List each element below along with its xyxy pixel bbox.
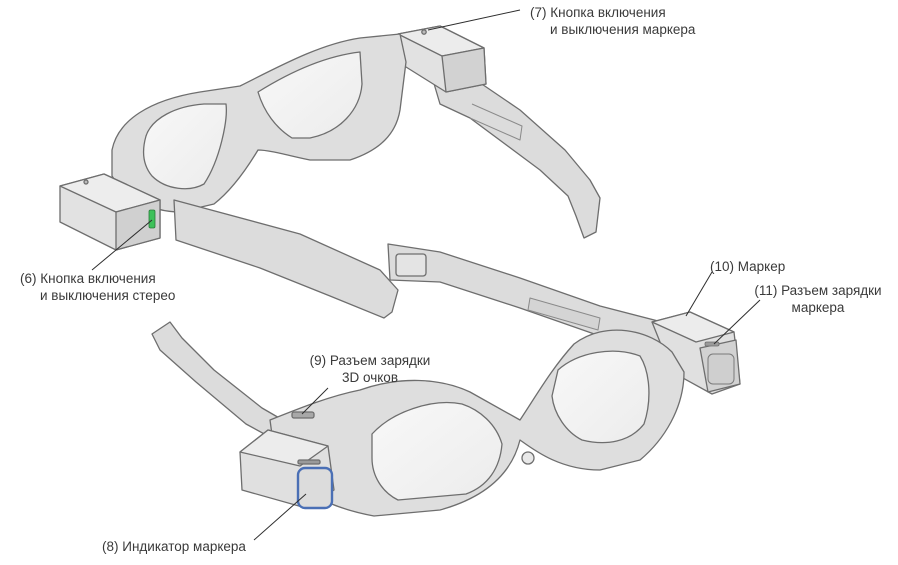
leader-line-9 xyxy=(301,387,329,415)
top-left-lens xyxy=(142,103,227,190)
bottom-glasses xyxy=(151,243,741,517)
top-right-temple-arm xyxy=(429,69,601,239)
callout-9-line1: (9) Разъем зарядки xyxy=(309,353,431,368)
stereo-switch-green xyxy=(148,209,156,229)
leader-line-8 xyxy=(253,493,307,541)
top-left-temple-arm xyxy=(173,199,399,319)
leader-line-6 xyxy=(91,219,153,271)
callout-11-line1: (11) Разъем зарядки xyxy=(754,283,882,298)
callout-11: (11) Разъем зарядки маркера xyxy=(746,282,890,316)
leader-line-7 xyxy=(427,9,521,31)
bottom-left-lens xyxy=(371,401,503,501)
top-marker-button-dot xyxy=(421,29,427,35)
callout-10: (10) Маркер xyxy=(710,258,785,275)
glasses-charging-jack xyxy=(291,411,315,419)
callout-9: (9) Разъем зарядки 3D очков xyxy=(300,352,440,386)
leader-line-10 xyxy=(685,271,713,317)
top-right-lens xyxy=(257,51,363,139)
marker-charging-slot xyxy=(704,341,720,347)
callout-6-line2: и выключения стерео xyxy=(40,288,176,303)
callout-7-line1: (7) Кнопка включения xyxy=(530,5,666,20)
callout-11-line2: маркера xyxy=(791,300,845,315)
marker-indicator-ring xyxy=(296,466,334,510)
bottom-right-lens xyxy=(551,350,650,444)
callout-10-line1: (10) Маркер xyxy=(710,259,786,274)
callout-9-line2: 3D очков xyxy=(342,370,398,385)
top-glasses xyxy=(59,25,601,319)
leader-lines xyxy=(91,9,761,541)
callout-7-line2: и выключения маркера xyxy=(550,22,696,37)
callout-6: (6) Кнопка включения и выключения стерео xyxy=(20,270,175,304)
leader-line-11 xyxy=(713,299,761,345)
callout-8-line1: (8) Индикатор маркера xyxy=(102,539,246,554)
callout-8: (8) Индикатор маркера xyxy=(102,538,246,555)
callout-6-line1: (6) Кнопка включения xyxy=(20,271,156,286)
callout-7: (7) Кнопка включения и выключения маркер… xyxy=(530,4,695,38)
